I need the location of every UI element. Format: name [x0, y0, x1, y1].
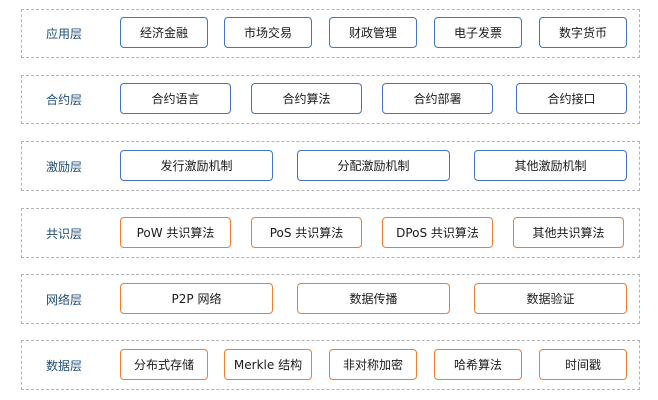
layer-label: 数据层 — [45, 358, 82, 373]
layer-label: 应用层 — [45, 27, 82, 41]
module-box: 电子发票 — [434, 17, 522, 48]
layer-network: 网络层 P2P 网络 数据传播 数据验证 — [21, 274, 640, 324]
module-box: 分布式存储 — [120, 349, 208, 380]
module-box: P2P 网络 — [120, 283, 273, 314]
module-box: 数据传播 — [297, 283, 450, 314]
layer-data: 数据层 分布式存储 Merkle 结构 非对称加密 哈希算法 时间戳 — [21, 340, 640, 390]
module-box: 市场交易 — [224, 17, 312, 48]
module-box: 数字货币 — [539, 17, 627, 48]
module-box: PoS 共识算法 — [251, 217, 362, 248]
layer-incentive: 激励层 发行激励机制 分配激励机制 其他激励机制 — [21, 141, 640, 191]
module-box: 其他激励机制 — [474, 150, 627, 181]
layer-consensus: 共识层 PoW 共识算法 PoS 共识算法 DPoS 共识算法 其他共识算法 — [21, 208, 640, 258]
module-box: 非对称加密 — [329, 349, 417, 380]
module-box: 其他共识算法 — [513, 217, 624, 248]
module-box: DPoS 共识算法 — [382, 217, 493, 248]
module-box: 经济金融 — [120, 17, 208, 48]
module-box: 合约接口 — [516, 83, 627, 114]
module-box: 合约语言 — [120, 83, 231, 114]
module-box: 分配激励机制 — [297, 150, 450, 181]
layer-label: 共识层 — [45, 226, 82, 241]
module-box: 合约算法 — [251, 83, 362, 114]
module-box: 发行激励机制 — [120, 150, 273, 181]
module-box: 数据验证 — [474, 283, 627, 314]
layer-application: 应用层 经济金融 市场交易 财政管理 电子发票 数字货币 — [21, 9, 640, 58]
module-box: PoW 共识算法 — [120, 217, 231, 248]
module-box: Merkle 结构 — [224, 349, 312, 380]
layer-label: 网络层 — [45, 292, 82, 307]
layer-label: 合约层 — [45, 93, 82, 107]
module-box: 哈希算法 — [434, 349, 522, 380]
layer-label: 激励层 — [45, 159, 82, 174]
module-box: 合约部署 — [382, 83, 493, 114]
module-box: 财政管理 — [329, 17, 417, 48]
module-box: 时间戳 — [539, 349, 627, 380]
layer-contract: 合约层 合约语言 合约算法 合约部署 合约接口 — [21, 75, 640, 124]
